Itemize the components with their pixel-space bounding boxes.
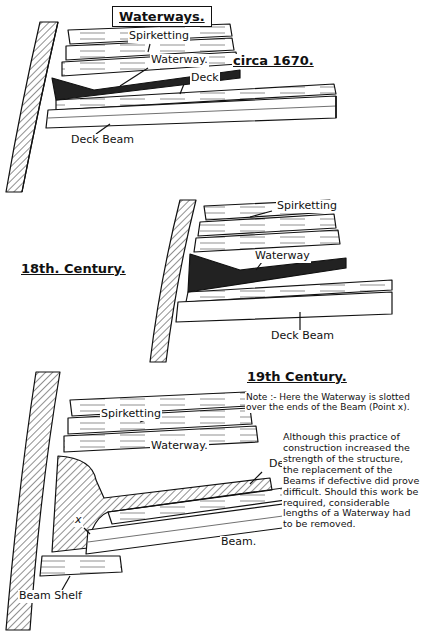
period-heading: circa 1670. bbox=[232, 54, 315, 69]
part-label: Deck bbox=[190, 72, 220, 85]
part-label: Spirketting bbox=[128, 30, 190, 43]
part-label: Beam. bbox=[220, 536, 257, 549]
note-text: Note :- Here the Waterway is slotted ove… bbox=[245, 392, 423, 413]
part-label: Waterway. bbox=[150, 54, 209, 67]
part-label: Deck Beam bbox=[270, 330, 335, 343]
period-heading: 18th. Century. bbox=[20, 262, 127, 277]
period-heading: 19th Century. bbox=[246, 370, 348, 385]
part-label: Waterway. bbox=[150, 440, 209, 453]
part-label: Beam Shelf bbox=[18, 590, 83, 603]
note-text: Although this practice of construction i… bbox=[282, 432, 422, 530]
title-box: Waterways. bbox=[112, 6, 212, 27]
part-label: Spirketting bbox=[276, 200, 338, 213]
part-label: Deck Beam bbox=[70, 134, 135, 147]
part-label: x bbox=[74, 514, 83, 527]
part-label: Waterway bbox=[254, 250, 311, 263]
part-label: Spirketting bbox=[100, 408, 162, 421]
